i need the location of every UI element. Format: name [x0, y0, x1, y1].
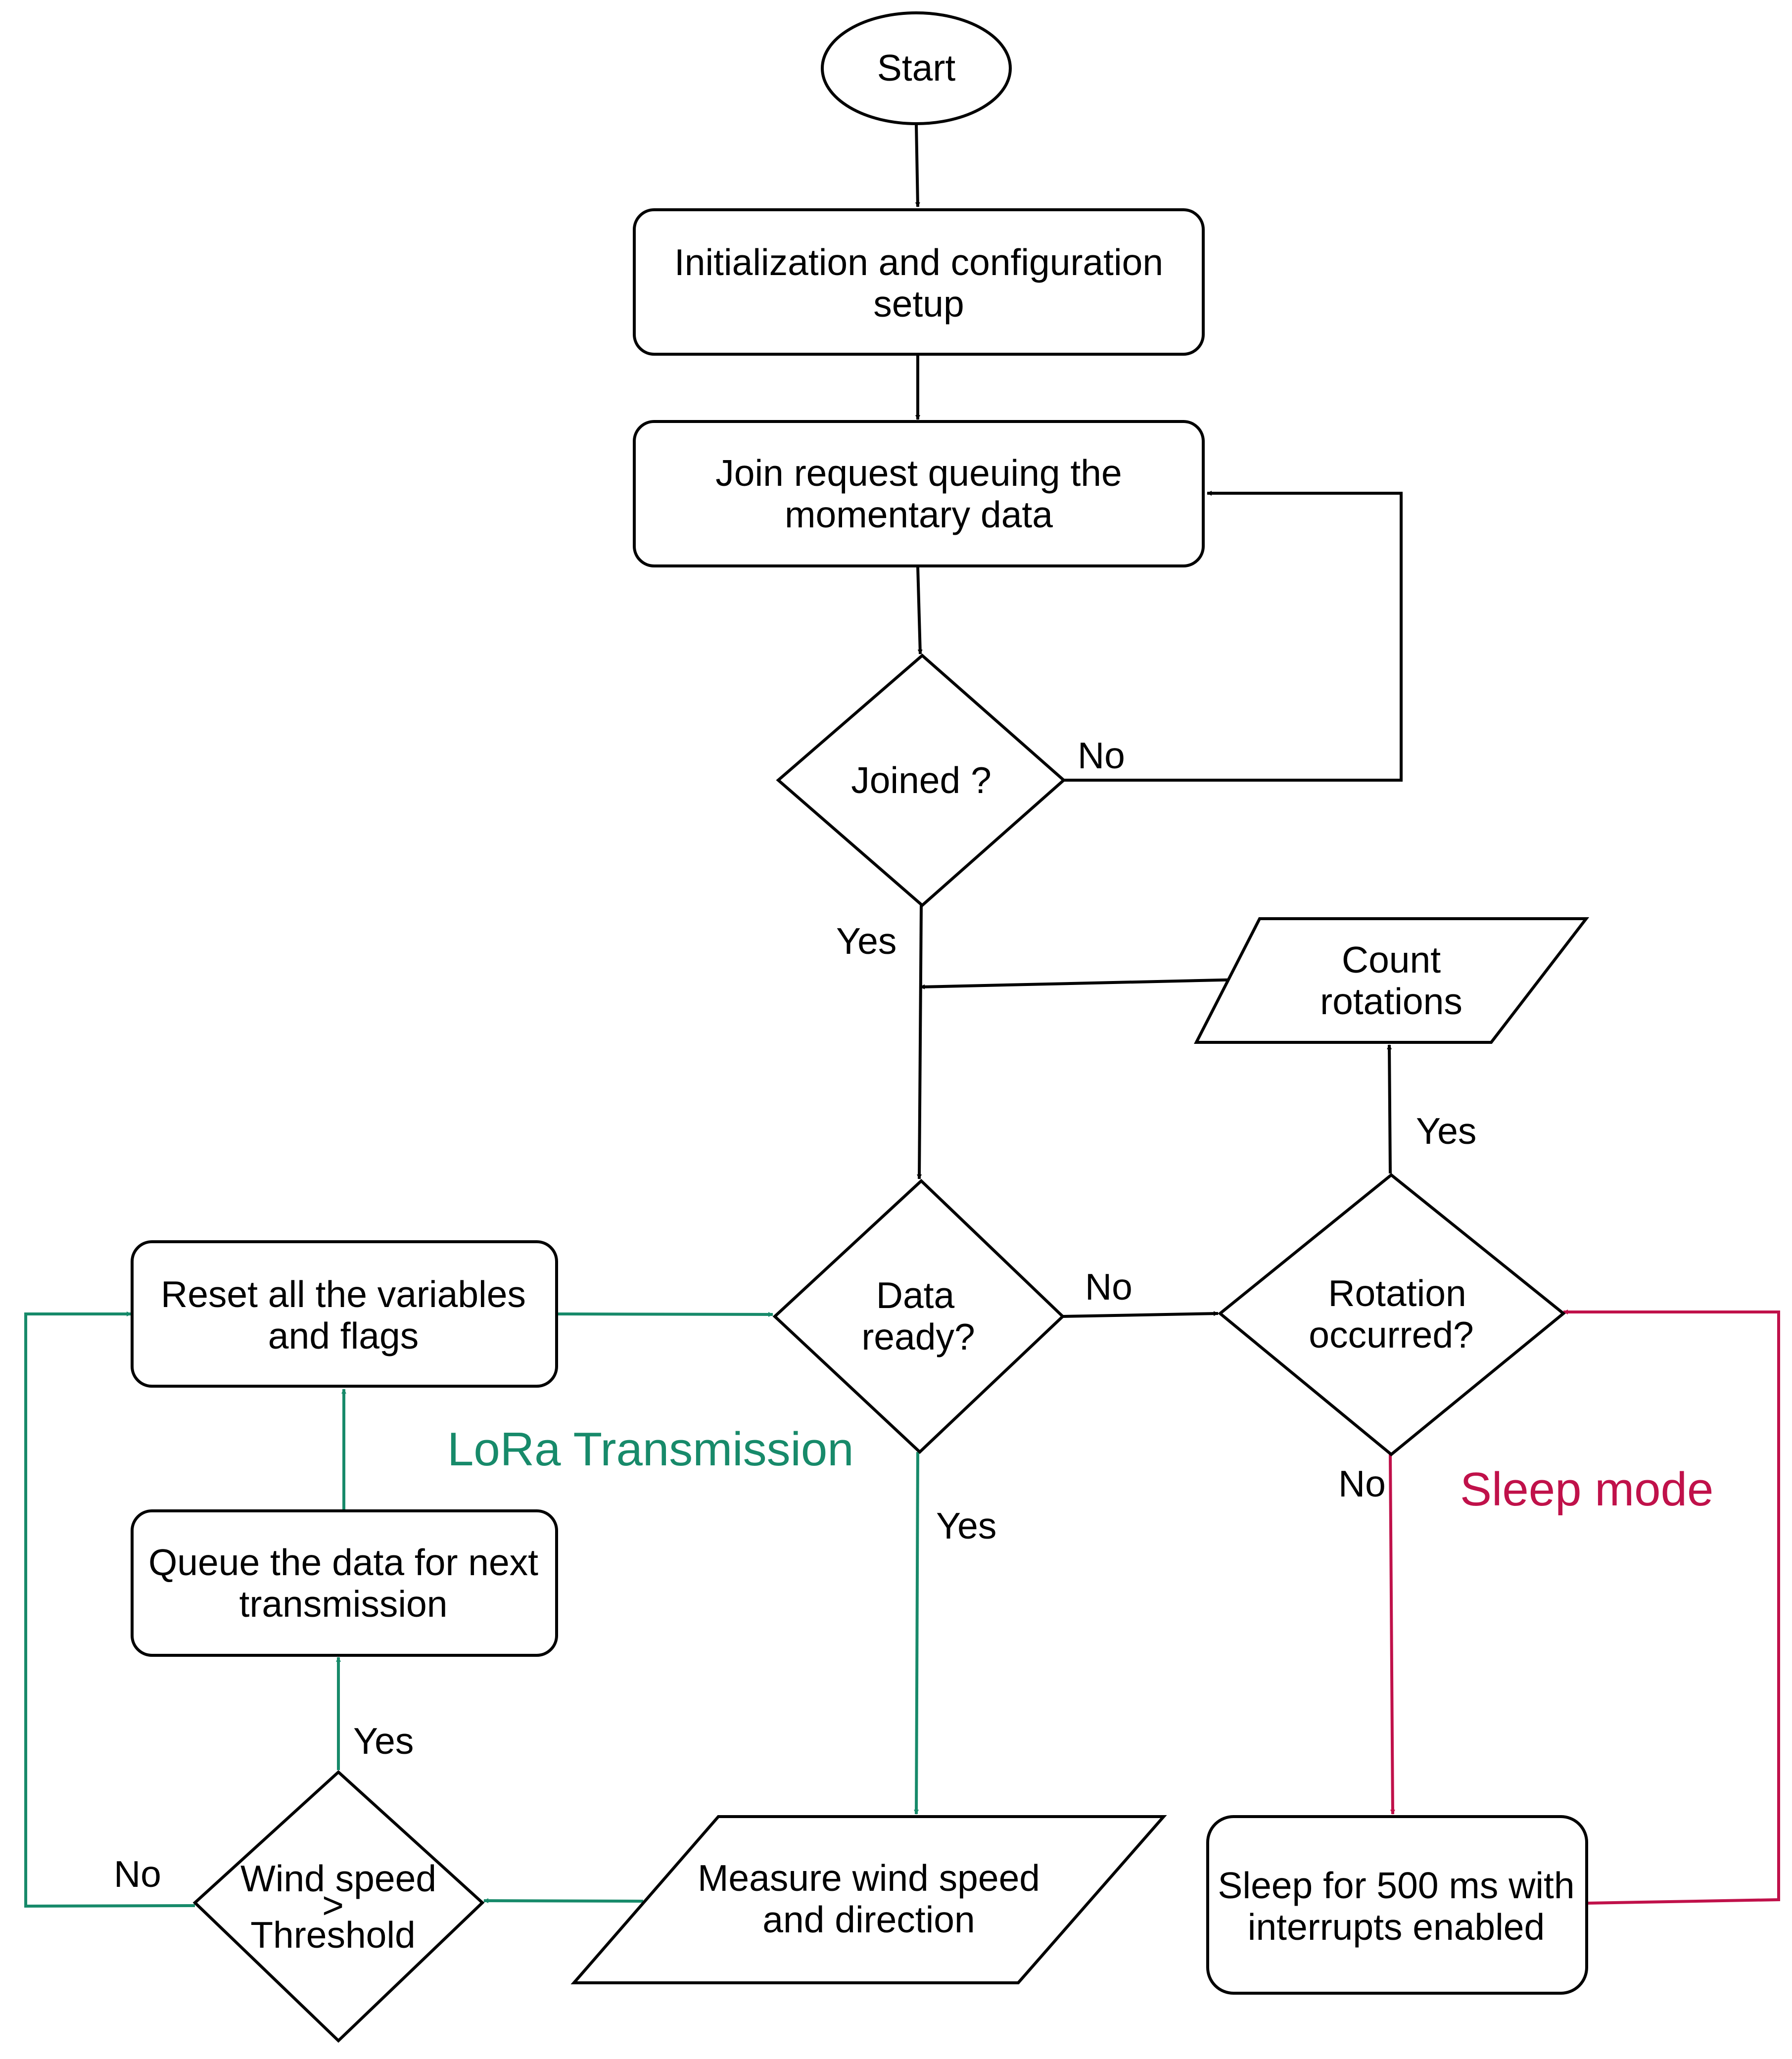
node-rotation-label-line2: occurred?	[1309, 1314, 1474, 1356]
node-wind-threshold-label-line3: Threshold	[250, 1914, 416, 1956]
label-threshold-yes: Yes	[353, 1720, 414, 1762]
section-sleep-mode: Sleep mode	[1460, 1463, 1713, 1516]
node-queue-label-line2: transmission	[239, 1583, 448, 1625]
node-init-label-line2: setup	[873, 283, 964, 325]
node-data-ready-label-line1: Data	[876, 1274, 955, 1316]
label-joined-no: No	[1078, 735, 1125, 776]
section-lora-transmission: LoRa Transmission	[447, 1423, 854, 1476]
node-join-request-label-line1: Join request queuing the	[715, 452, 1122, 494]
edge-data-ready-no	[1062, 1311, 1219, 1318]
edge-join-to-joined	[916, 566, 923, 655]
edge-data-ready-yes	[914, 1451, 919, 1815]
node-reset: Reset all the variables and flags	[131, 1240, 558, 1388]
edge-joined-yes	[917, 905, 923, 1179]
node-rotation-label-line1: Rotation	[1328, 1272, 1466, 1314]
node-data-ready-decision: Data ready?	[772, 1178, 1065, 1454]
node-reset-label-line1: Reset all the variables	[161, 1273, 526, 1315]
edge-threshold-no	[24, 1311, 195, 1908]
node-start-label: Start	[877, 47, 956, 89]
node-joined-decision: Joined ?	[776, 654, 1066, 907]
node-count-rotations: Count rotations	[1194, 917, 1590, 1044]
node-measure-label-line2: and direction	[762, 1899, 975, 1940]
edge-rotation-yes	[1387, 1044, 1392, 1174]
node-wind-threshold-decision: Wind speed > Threshold	[192, 1770, 485, 2043]
edge-sleep-to-rotation	[1563, 1310, 1780, 1905]
label-rotation-no: No	[1338, 1463, 1386, 1504]
label-data-ready-no: No	[1085, 1266, 1132, 1308]
node-wind-threshold-label-line2: >	[322, 1884, 344, 1926]
edge-labels: No Yes Yes No Yes No Yes No	[114, 735, 1476, 1895]
node-sleep-label-line1: Sleep for 500 ms with	[1218, 1865, 1574, 1906]
connectors	[24, 124, 1780, 1908]
node-start: Start	[821, 11, 1012, 125]
node-measure: Measure wind speed and direction	[570, 1815, 1167, 1984]
node-sleep-label-line2: interrupts enabled	[1248, 1906, 1545, 1948]
node-rotation-decision: Rotation occurred?	[1218, 1173, 1566, 1456]
node-reset-label-line2: and flags	[268, 1315, 419, 1357]
node-wind-threshold-label-line1: Wind speed	[240, 1858, 436, 1899]
node-init-label-line1: Initialization and configuration	[674, 241, 1163, 283]
label-rotation-yes: Yes	[1416, 1110, 1476, 1152]
edge-start-to-init	[915, 124, 920, 207]
edge-count-to-main	[920, 978, 1243, 989]
node-queue-label-line1: Queue the data for next	[148, 1542, 538, 1583]
edge-rotation-no	[1389, 1454, 1395, 1815]
node-count-rotations-label-line2: rotations	[1320, 981, 1462, 1022]
node-data-ready-label-line2: ready?	[861, 1316, 975, 1357]
label-joined-yes: Yes	[836, 920, 896, 962]
node-count-rotations-label-line1: Count	[1342, 939, 1441, 981]
node-joined-label: Joined ?	[851, 759, 991, 801]
node-measure-label-line1: Measure wind speed	[698, 1857, 1040, 1899]
node-join-request-label-line2: momentary data	[785, 494, 1053, 535]
label-threshold-no: No	[114, 1853, 161, 1895]
edge-joined-no	[1064, 491, 1403, 782]
label-data-ready-yes: Yes	[936, 1505, 996, 1546]
node-sleep: Sleep for 500 ms with interrupts enabled	[1206, 1815, 1588, 1995]
node-init: Initialization and configuration setup	[633, 208, 1205, 356]
node-join-request: Join request queuing the momentary data	[633, 420, 1205, 567]
node-queue: Queue the data for next transmission	[131, 1509, 558, 1657]
